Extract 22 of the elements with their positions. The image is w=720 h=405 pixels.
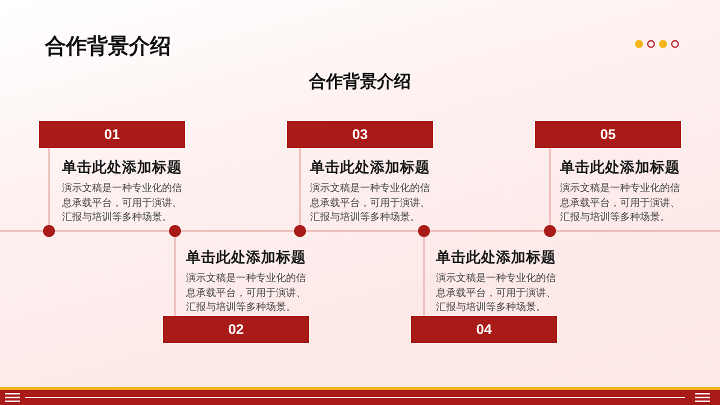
step-heading: 单击此处添加标题 <box>560 158 680 178</box>
connector-line <box>174 237 176 316</box>
step-number-bar: 05 <box>535 121 681 148</box>
slide-title: 合作背景介绍 <box>45 33 171 60</box>
step-heading: 单击此处添加标题 <box>310 158 430 178</box>
step-description: 演示文稿是一种专业化的信息承载平台，可用于演讲、汇报与培训等多种场景。 <box>436 272 557 315</box>
step-heading: 单击此处添加标题 <box>62 158 182 178</box>
step-description: 演示文稿是一种专业化的信息承载平台，可用于演讲、汇报与培训等多种场景。 <box>186 272 307 315</box>
step-number-bar: 03 <box>287 121 433 148</box>
connector-line <box>299 148 301 225</box>
connector-line <box>423 237 425 316</box>
step-heading: 单击此处添加标题 <box>436 248 556 268</box>
step-description: 演示文稿是一种专业化的信息承载平台，可用于演讲、汇报与培训等多种场景。 <box>310 182 431 225</box>
step-number-bar: 02 <box>163 316 309 343</box>
step-description: 演示文稿是一种专业化的信息承载平台，可用于演讲、汇报与培训等多种场景。 <box>62 182 183 225</box>
step-heading: 单击此处添加标题 <box>186 248 306 268</box>
step-number-bar: 01 <box>39 121 185 148</box>
step-description: 演示文稿是一种专业化的信息承载平台，可用于演讲、汇报与培训等多种场景。 <box>560 182 681 225</box>
connector-line <box>48 148 50 225</box>
subtitle: 合作背景介绍 <box>309 71 411 94</box>
connector-line <box>549 148 551 225</box>
step-number-bar: 04 <box>411 316 557 343</box>
